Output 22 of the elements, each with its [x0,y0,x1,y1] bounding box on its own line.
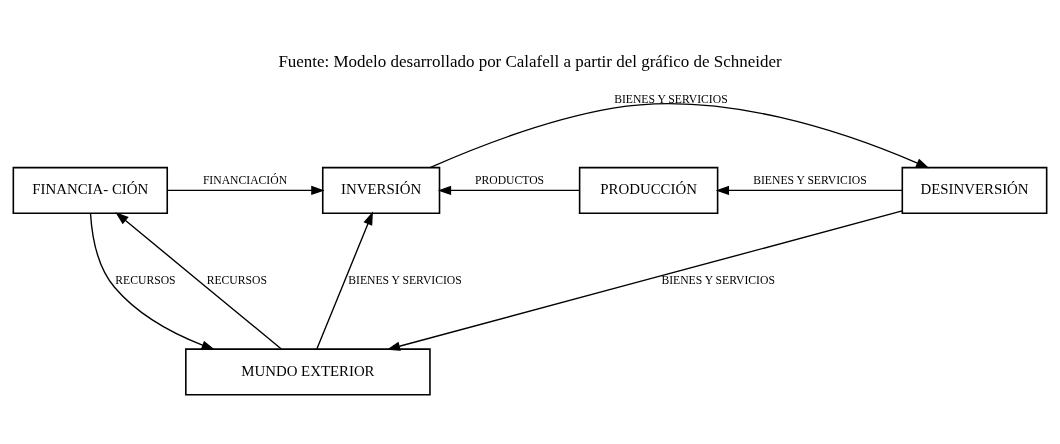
edge-label: BIENES Y SERVICIOS [348,274,462,288]
arrow [429,102,930,169]
edge-label: BIENES Y SERVICIOS [661,274,775,288]
arrow [166,185,325,196]
arrow [437,185,580,196]
arrow [386,210,903,351]
edge-label: RECURSOS [206,274,267,288]
node-box: FINANCIA- CIÓN [12,166,169,215]
diagram-title: Fuente: Modelo desarrollado por Calafell a partir del gráfico de Schneider [278,52,782,72]
edge-label: BIENES Y SERVICIOS [614,92,728,106]
edge-label: FINANCIACIÓN [202,173,288,187]
arrow [115,212,282,350]
node-box: PRODUCCIÓN [578,166,719,215]
edge-label: PRODUCTOS [475,173,545,187]
node-box: MUNDO EXTERIOR [185,348,431,396]
arrow [715,185,903,196]
arrow [89,212,215,350]
edge-label: RECURSOS [115,274,176,288]
node-box: DESINVERSIÓN [901,166,1048,215]
arrow [316,211,373,350]
edge-label: BIENES Y SERVICIOS [753,173,867,187]
node-box: INVERSIÓN [321,166,441,215]
